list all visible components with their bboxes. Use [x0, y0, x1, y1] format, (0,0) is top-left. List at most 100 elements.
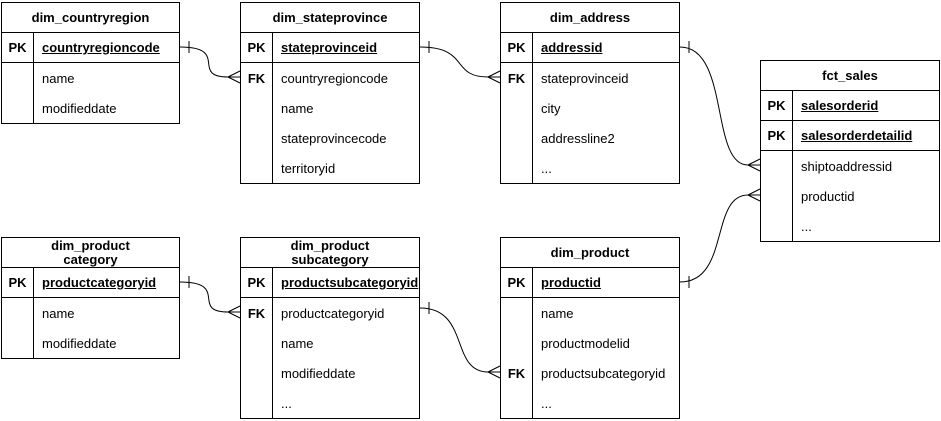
table-row: modifieddate: [2, 328, 179, 358]
table-row: ...: [501, 388, 679, 418]
table-title: dim_stateprovince: [241, 3, 419, 33]
connector-line: [679, 194, 749, 283]
column-name: addressid: [541, 40, 603, 55]
key-label: PK: [761, 121, 793, 150]
table-title: dim_product category: [2, 238, 179, 268]
key-label: FK: [241, 63, 273, 93]
key-label: [241, 153, 273, 183]
table-row: ...: [241, 388, 419, 418]
key-label: [2, 328, 34, 358]
column-name: countryregioncode: [42, 40, 160, 55]
column-name: productsubcategoryid: [281, 275, 419, 290]
column-name: salesorderdetailid: [801, 128, 913, 143]
column-name: ...: [541, 395, 552, 411]
key-label: PK: [241, 268, 273, 297]
table-row: modifieddate: [2, 93, 179, 123]
crows-foot-icon: [747, 158, 761, 172]
column-name: ...: [541, 160, 552, 176]
column-name: shiptoaddressid: [801, 158, 893, 174]
table-title: dim_address: [501, 3, 679, 33]
key-label: [501, 328, 533, 358]
key-label: FK: [501, 63, 533, 93]
table-row: PK salesorderid: [761, 91, 939, 121]
column-name: stateprovinceid: [281, 40, 378, 55]
key-label: FK: [501, 358, 533, 388]
table-row: addressline2: [501, 123, 679, 153]
table-row: territoryid: [241, 153, 419, 183]
key-label: PK: [501, 268, 533, 297]
table-row: ...: [761, 211, 939, 241]
table-row: PK addressid: [501, 33, 679, 63]
table-row: productmodelid: [501, 328, 679, 358]
table-row: productid: [761, 181, 939, 211]
column-name: modifieddate: [281, 365, 356, 381]
table-row: name: [241, 328, 419, 358]
table-row: PK salesorderdetailid: [761, 121, 939, 151]
connector-line: [419, 307, 489, 373]
key-label: [241, 388, 273, 418]
connector-line: [679, 46, 749, 166]
crows-foot-icon: [227, 305, 241, 319]
key-label: [761, 211, 793, 241]
table-row: city: [501, 93, 679, 123]
key-label: [501, 298, 533, 328]
column-name: productid: [801, 188, 855, 204]
key-label: [241, 328, 273, 358]
table-title: fct_sales: [761, 61, 939, 91]
column-name: ...: [281, 395, 292, 411]
table-row: shiptoaddressid: [761, 151, 939, 181]
connector-product-to-sales[interactable]: [679, 188, 761, 288]
table-row: PK productid: [501, 268, 679, 298]
key-label: PK: [241, 33, 273, 62]
table-row: name: [501, 298, 679, 328]
key-label: [2, 63, 34, 93]
key-label: [501, 388, 533, 418]
key-label: FK: [241, 298, 273, 328]
column-name: productmodelid: [541, 335, 630, 351]
connector-address-to-sales[interactable]: [679, 41, 761, 172]
connector-countryregion-to-stateprovince[interactable]: [179, 41, 241, 84]
connector-line: [179, 46, 229, 78]
key-label: PK: [2, 33, 34, 62]
crows-foot-icon: [487, 365, 501, 379]
table-title: dim_product: [501, 238, 679, 268]
column-name: territoryid: [281, 160, 336, 176]
key-label: PK: [501, 33, 533, 62]
key-label: [501, 153, 533, 183]
key-label: [2, 93, 34, 123]
connector-subcategory-to-product[interactable]: [419, 302, 501, 379]
connector-line: [179, 281, 229, 313]
key-label: [501, 123, 533, 153]
column-name: productid: [541, 275, 601, 290]
column-name: productcategoryid: [42, 275, 157, 290]
column-name: name: [541, 305, 574, 321]
column-name: productcategoryid: [281, 305, 385, 321]
column-name: name: [42, 305, 75, 321]
table-row: PK productsubcategoryid: [241, 268, 419, 298]
table-row: name: [241, 93, 419, 123]
connector-category-to-subcategory[interactable]: [179, 276, 241, 319]
crows-foot-icon: [747, 188, 761, 202]
column-name: name: [281, 100, 314, 116]
table-row: ...: [501, 153, 679, 183]
connector-line: [419, 46, 489, 78]
crows-foot-icon: [487, 70, 501, 84]
connector-stateprovince-to-address[interactable]: [419, 41, 501, 84]
table-row: modifieddate: [241, 358, 419, 388]
key-label: PK: [761, 91, 793, 120]
column-name: name: [42, 70, 75, 86]
column-name: addressline2: [541, 130, 615, 146]
key-label: [501, 93, 533, 123]
table-row: PK stateprovinceid: [241, 33, 419, 63]
column-name: salesorderid: [801, 98, 879, 113]
